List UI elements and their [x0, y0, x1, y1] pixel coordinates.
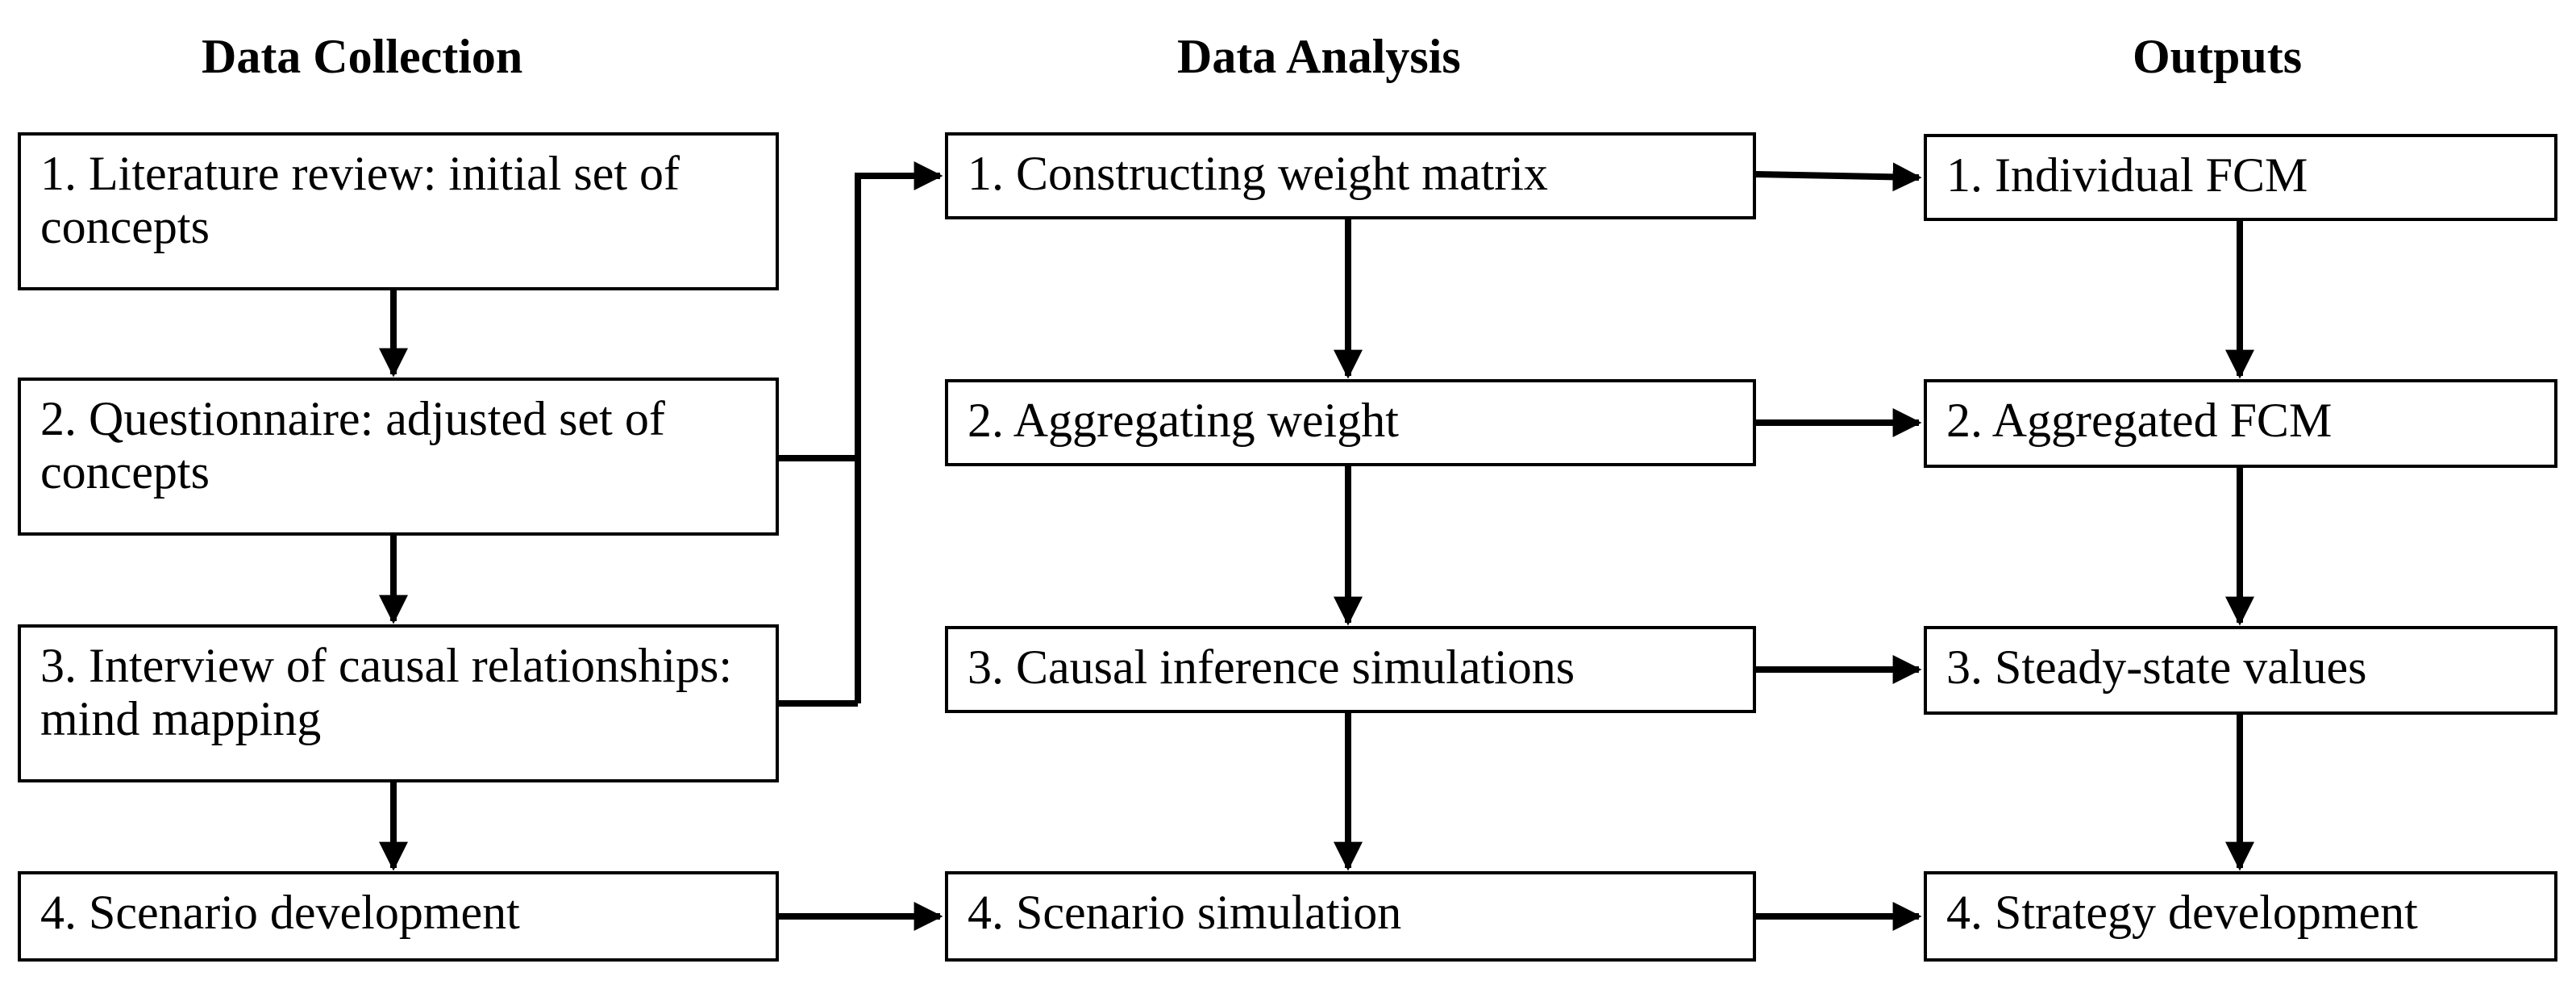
outputs-box-2-label: 2. Aggregated FCM	[1946, 394, 2333, 447]
analysis-box-2-label: 2. Aggregating weight	[968, 394, 1399, 447]
arrow-analysis-1-to-outputs-1	[1755, 162, 1922, 192]
analysis-box-2: 2. Aggregating weight	[945, 379, 1756, 466]
header-data-analysis: Data Analysis	[1177, 30, 1461, 83]
analysis-box-3-label: 3. Causal inference simulations	[968, 640, 1575, 694]
outputs-box-1: 1. Individual FCM	[1924, 134, 2557, 221]
collection-box-3-label: 3. Interview of causal relationships: mi…	[40, 639, 733, 745]
outputs-box-4-label: 4. Strategy development	[1946, 886, 2418, 939]
analysis-box-4: 4. Scenario simulation	[945, 871, 1756, 962]
outputs-box-2: 2. Aggregated FCM	[1924, 379, 2557, 468]
analysis-box-3: 3. Causal inference simulations	[945, 626, 1756, 713]
collection-box-2: 2. Questionnaire: adjusted set of concep…	[18, 378, 779, 536]
outputs-box-4: 4. Strategy development	[1924, 871, 2557, 962]
collection-box-4-label: 4. Scenario development	[40, 886, 520, 939]
analysis-box-1-label: 1. Constructing weight matrix	[968, 147, 1548, 200]
outputs-box-3: 3. Steady-state values	[1924, 626, 2557, 715]
collection-box-2-label: 2. Questionnaire: adjusted set of concep…	[40, 392, 665, 499]
collection-box-1: 1. Literature review: initial set of con…	[18, 132, 779, 290]
analysis-box-4-label: 4. Scenario simulation	[968, 886, 1402, 939]
collection-box-1-label: 1. Literature review: initial set of con…	[40, 147, 680, 253]
connector-collection-2-3-to-analysis-1	[779, 176, 940, 707]
outputs-box-1-label: 1. Individual FCM	[1946, 148, 2308, 202]
outputs-box-3-label: 3. Steady-state values	[1946, 640, 2367, 694]
header-data-collection: Data Collection	[202, 30, 523, 83]
collection-box-3: 3. Interview of causal relationships: mi…	[18, 624, 779, 782]
collection-box-4: 4. Scenario development	[18, 871, 779, 962]
analysis-box-1: 1. Constructing weight matrix	[945, 132, 1756, 219]
header-outputs: Outputs	[2133, 30, 2303, 83]
